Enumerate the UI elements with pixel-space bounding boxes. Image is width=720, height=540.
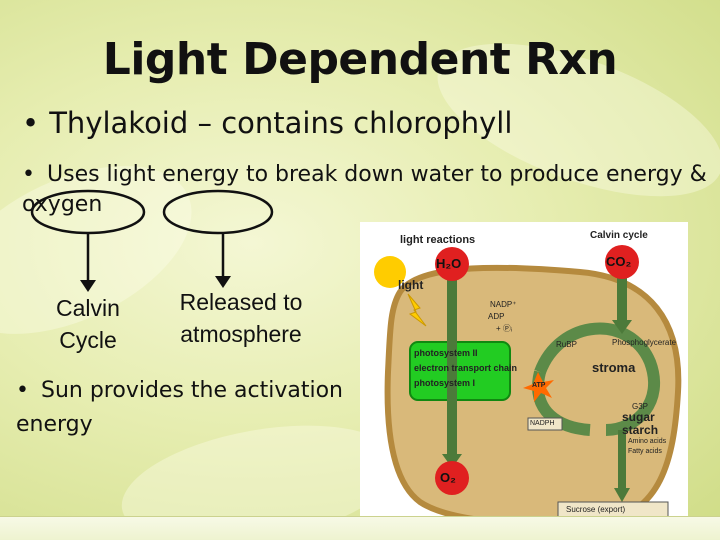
label-stroma: stroma [592,360,636,375]
label-electron-transport: electron transport chain [414,363,518,373]
bullet-light-energy: • Uses light energy to break down water … [22,160,720,220]
diagram-graphics [374,245,682,528]
label-released-atmosphere: Released to atmosphere [179,289,303,347]
bullet-dot: • [22,106,40,140]
label-o2: O₂ [440,470,456,485]
sun-icon [374,256,406,288]
label-pi: + Ⓟᵢ [496,324,513,333]
slide-title: Light Dependent Rxn [102,34,618,85]
label-starch: starch [622,423,659,437]
bullet-text: Thylakoid – contains chlorophyll [49,106,513,140]
h2o-molecule [435,247,469,281]
photosynthesis-diagram: light reactions Calvin cycle H₂O CO₂ lig… [360,222,688,540]
label-fatty-acids: Fatty acids [628,448,662,455]
arrowhead-calvin [80,280,96,292]
label-nadph: NADPH [530,420,555,427]
label-nadp: NADP⁺ [490,300,517,309]
label-g3p: G3P [632,402,649,411]
bullet-dot: • [22,162,35,187]
circle-energy [30,189,146,235]
label-amino-acids: Amino acids [628,438,667,445]
label-sugar: sugar [622,410,655,424]
bottom-strip [0,516,720,540]
bullet-sun: • Sun provides the activation energy [16,374,346,442]
label-light: light [398,278,424,292]
label-rubp: RuBP [556,340,577,349]
label-photosystem-i: photosystem I [414,378,476,388]
atp-burst [523,372,554,402]
o2-molecule [435,461,469,495]
arrowhead-sugar [614,488,630,502]
label-co2: CO₂ [606,254,632,269]
label-atp: ATP [532,382,546,389]
calvin-loop [534,322,661,436]
label-phosphoglycerate: Phosphoglycerate [612,338,677,347]
label-calvin-cycle-diagram: Calvin cycle [590,230,648,241]
label-adp: ADP [488,312,505,321]
label-sucrose: Sucrose (export) [566,505,626,514]
bullet-dot: • [16,378,29,403]
thylakoid [409,341,511,401]
label-light-reactions: light reactions [400,234,476,246]
co2-molecule [605,245,639,279]
arrowhead-co2 [612,320,632,334]
bullet-text: Uses light energy to break down water to… [22,162,707,217]
lightning-icon [407,293,427,327]
label-photosystem-ii: photosystem II [414,348,478,358]
circle-oxygen [162,189,274,235]
bullet-thylakoid: • Thylakoid – contains chlorophyll [22,106,512,140]
arrowhead-atmosphere [215,276,231,288]
nadph-box [527,417,563,431]
label-calvin-cycle: Calvin Cycle [56,295,120,353]
label-h2o: H₂O [436,256,462,271]
bullet-text: Sun provides the activation energy [16,378,343,437]
